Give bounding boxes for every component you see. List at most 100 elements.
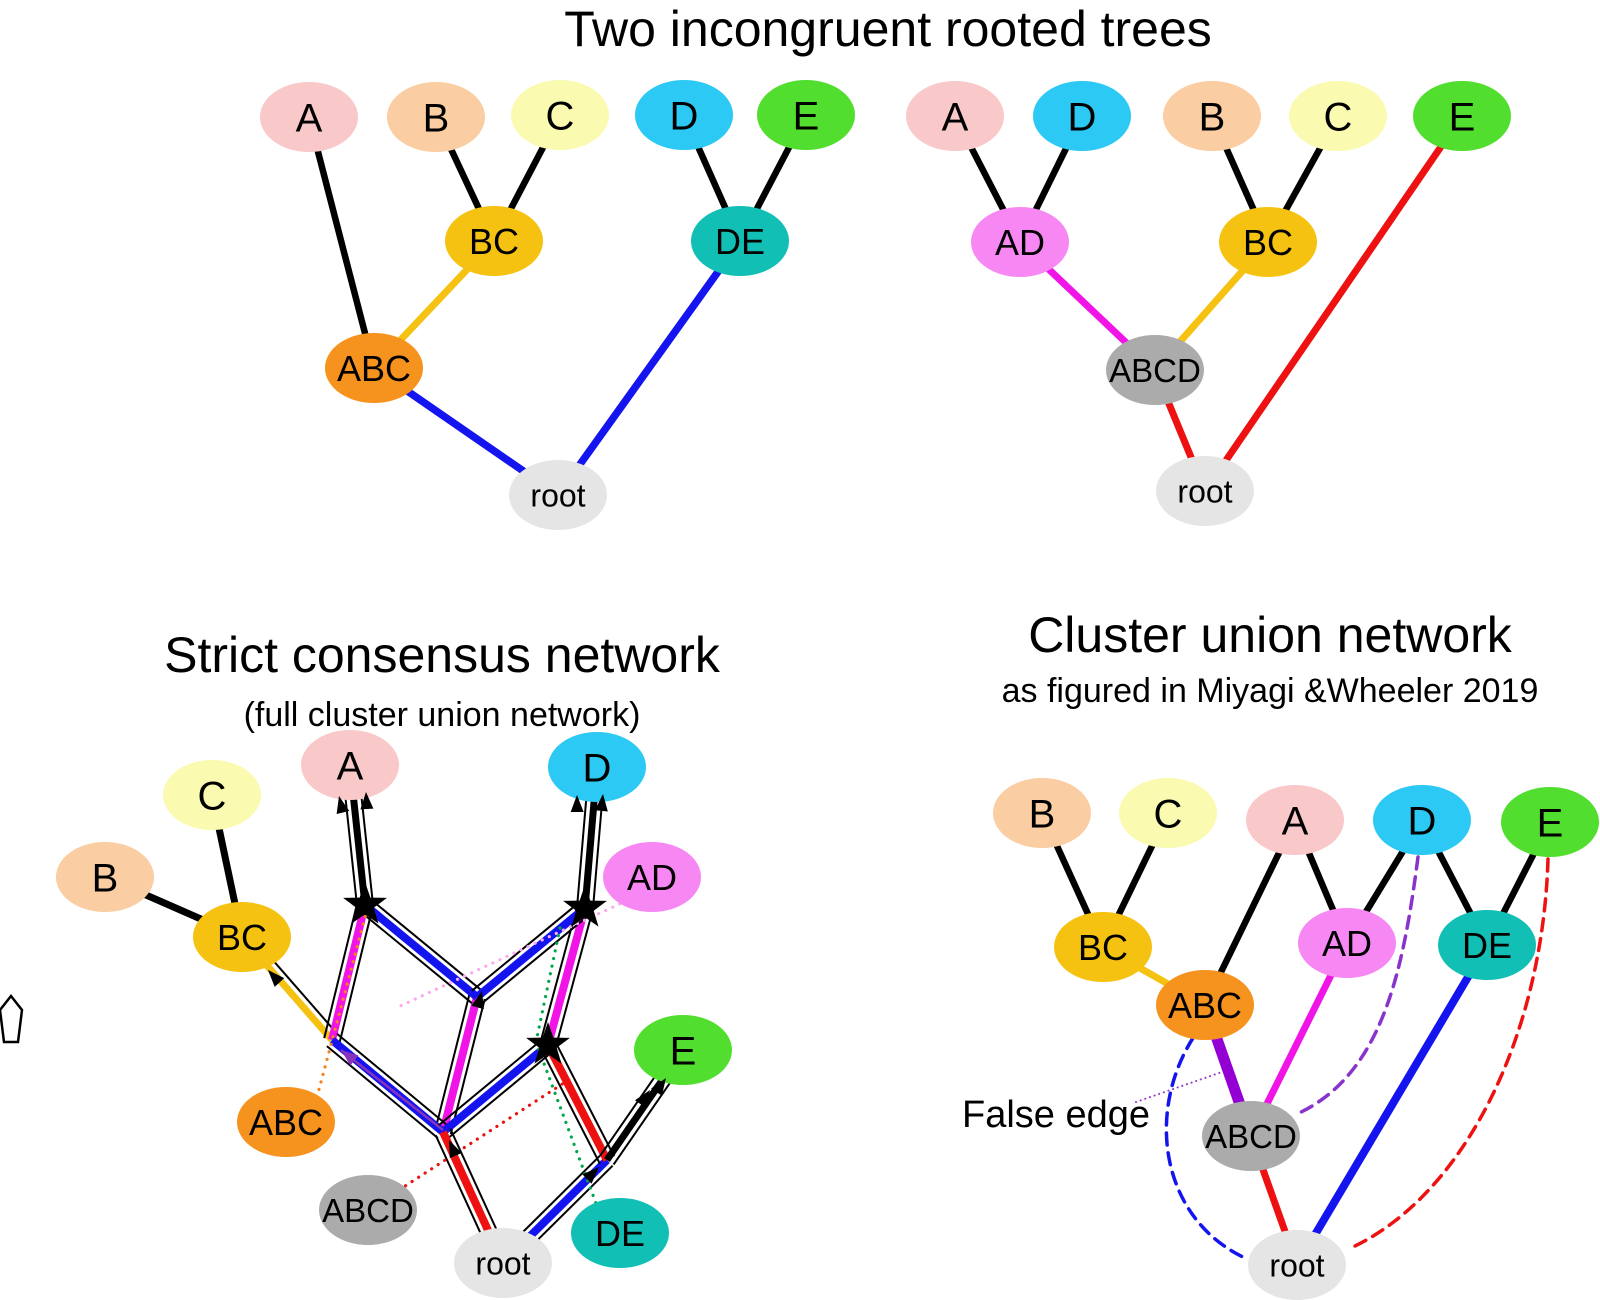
node-label-tree1-C: C (546, 94, 575, 138)
node-tree1-ABC (325, 333, 423, 403)
node-net-D (548, 732, 646, 802)
ribbon-net-J1-J3 (336, 1033, 449, 1127)
node-tree2-ABCD (1106, 335, 1204, 405)
edge-cun-DE-root (1293, 942, 1491, 1268)
edge-net-star1-J2 (362, 901, 480, 1001)
node-cun-D (1373, 785, 1471, 855)
node-label-tree1-DE: DE (715, 221, 765, 262)
node-tree2-BC (1219, 207, 1317, 277)
node-net-A (301, 730, 399, 800)
arrowhead-icon-2 (570, 795, 584, 813)
node-label-tree2-C: C (1324, 95, 1353, 139)
node-cun-DE (1438, 910, 1536, 980)
leader-false-edge (1135, 1071, 1223, 1103)
title-false_edge: False edge (962, 1094, 1150, 1136)
node-tree1-B (387, 82, 485, 152)
leader-ABC (315, 908, 369, 1099)
ribbon-net-star2-J2 (471, 901, 581, 992)
node-tree2-B (1163, 81, 1261, 151)
node-label-tree1-root: root (530, 478, 585, 514)
title-top: Two incongruent rooted trees (564, 1, 1212, 57)
node-label-tree1-E: E (793, 94, 820, 138)
arrowhead-icon-3 (594, 794, 608, 812)
node-label-tree2-E: E (1449, 95, 1476, 139)
ribbon-net-star2-J2 (481, 913, 591, 1004)
node-label-tree2-ABCD: ABCD (1109, 352, 1201, 389)
edge-t2-E-root (1202, 114, 1465, 493)
node-label-net-ABC: ABC (249, 1102, 323, 1143)
node-label-tree2-AD: AD (995, 222, 1045, 263)
node-net-ABCD (319, 1175, 417, 1245)
node-label-net-AD: AD (627, 857, 677, 898)
node-cun-E (1501, 787, 1599, 857)
ribbon-net-J2-J3 (434, 994, 471, 1131)
node-label-tree2-root: root (1177, 474, 1232, 510)
edge-net-star2-star3 (544, 906, 589, 1047)
node-cun-BC (1054, 912, 1152, 982)
arrowhead-icon-6 (268, 970, 285, 987)
node-tree1-A (260, 82, 358, 152)
node-net-root (454, 1228, 552, 1298)
node-tree2-root (1156, 456, 1254, 526)
ribbon-net-J3-star3 (437, 1038, 544, 1127)
ribbon-net-star2-star3 (554, 909, 594, 1048)
node-label-net-ABCD: ABCD (322, 1192, 414, 1229)
edge-net-star2-J2 (474, 904, 588, 1001)
node-label-cun-ABC: ABC (1168, 985, 1242, 1026)
node-label-cun-B: B (1029, 792, 1056, 836)
node-tree1-BC (445, 206, 543, 276)
node-cun-ABCD (1202, 1101, 1300, 1171)
arrowhead-icon-10 (341, 1050, 359, 1066)
node-tree2-E (1413, 81, 1511, 151)
node-label-cun-DE: DE (1462, 925, 1512, 966)
node-label-net-BC: BC (217, 917, 267, 958)
node-net-ABC (237, 1087, 335, 1157)
node-tree2-C (1289, 81, 1387, 151)
edge-net-J4-star3 (544, 1043, 611, 1162)
node-tree1-E (757, 80, 855, 150)
node-label-cun-C: C (1154, 792, 1183, 836)
ribbon-net-J1-J3 (326, 1045, 439, 1139)
arrowhead-icon-5 (651, 1078, 666, 1096)
node-tree1-C (511, 80, 609, 150)
node-cun-B (993, 778, 1091, 848)
node-label-net-DE: DE (595, 1213, 645, 1254)
node-net-C (163, 760, 261, 830)
node-label-cun-A: A (1282, 799, 1309, 843)
node-tree1-DE (691, 206, 789, 276)
node-net-E (634, 1015, 732, 1085)
dashed-curve-missing-D-ABCD (1295, 855, 1420, 1116)
node-label-net-root: root (475, 1246, 530, 1282)
node-label-tree1-BC: BC (469, 221, 519, 262)
star-vertex-D-icon (563, 885, 607, 927)
node-label-net-C: C (198, 774, 227, 818)
ribbon-net-J4-star3 (554, 1040, 616, 1157)
node-cun-C (1119, 778, 1217, 848)
arrowhead-icon-1 (360, 792, 374, 810)
star-vertex-E-icon (526, 1022, 570, 1064)
node-tree1-root (509, 460, 607, 530)
edge-t1-A-ABC (305, 116, 378, 369)
star-vertex-A-icon (343, 882, 387, 924)
title-left_sub: (full cluster union network) (244, 696, 641, 734)
node-label-net-D: D (583, 746, 612, 790)
arrowhead-icon-7 (471, 991, 484, 1010)
node-label-tree2-A: A (942, 95, 969, 139)
dashed-curve-missing-ABC-root (1164, 1036, 1247, 1260)
node-label-tree1-A: A (296, 96, 323, 140)
title-right_sub: as figured in Miyagi &Wheeler 2019 (1002, 672, 1539, 710)
node-label-cun-ABCD: ABCD (1205, 1118, 1297, 1155)
node-label-tree2-B: B (1199, 95, 1226, 139)
node-label-cun-root: root (1269, 1248, 1324, 1284)
title-right: Cluster union network (1028, 607, 1513, 663)
node-label-tree1-D: D (670, 94, 699, 138)
arrowhead-icon-8 (449, 1140, 462, 1159)
edge-net-falseedge-hint (340, 1049, 444, 1131)
node-label-tree1-B: B (423, 96, 450, 140)
edge-net-J3-star3 (440, 1041, 551, 1136)
leader-AD (394, 892, 643, 1010)
node-cun-A (1246, 785, 1344, 855)
